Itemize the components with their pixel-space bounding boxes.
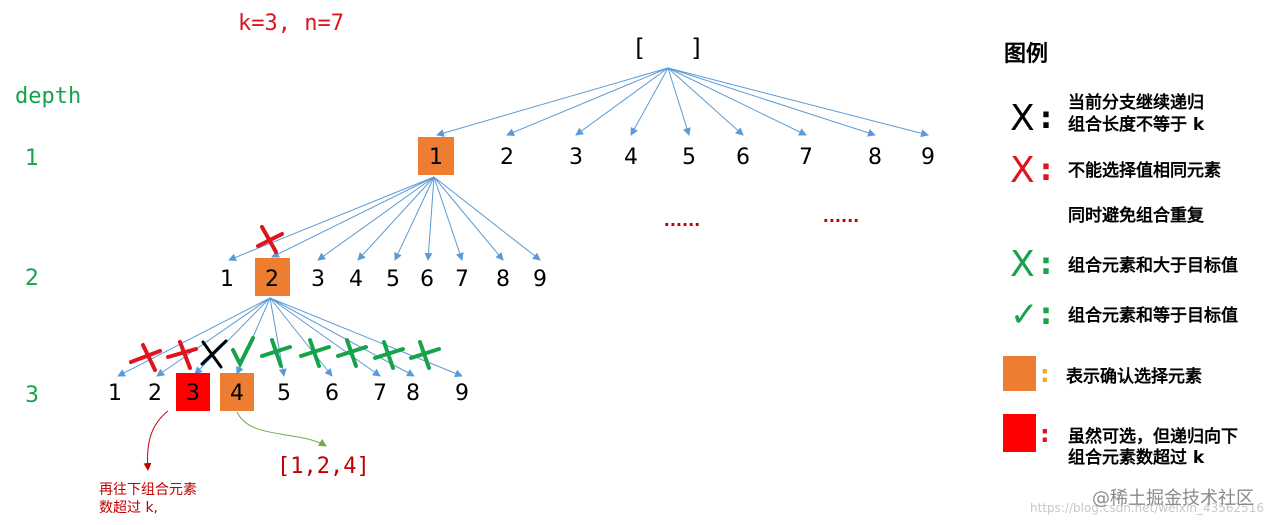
legend-colon-icon: : <box>1040 360 1050 388</box>
green-cross-mark-branch-5 <box>260 338 292 368</box>
level1-node-5: 5 <box>682 145 696 170</box>
over-limit-annotation-arrow <box>143 410 169 471</box>
legend-red-cross-icon: X <box>1010 150 1035 191</box>
green-cross-mark-branch-7 <box>336 338 368 368</box>
selected-node-box-level2 <box>255 258 290 296</box>
legend-red-box-text-2: 组合元素数超过 k <box>1068 447 1205 468</box>
legend-item-red-box: : 虽然可选，但递归向下 组合元素数超过 k <box>1003 414 1238 468</box>
legend-red-cross-text-1: 不能选择值相同元素 <box>1068 160 1221 181</box>
legend-green-cross-icon: X <box>1010 244 1035 285</box>
legend-colon-icon: : <box>1040 297 1052 332</box>
ellipsis-1: ...... <box>664 211 700 230</box>
red-cross-mark-level2 <box>256 225 284 254</box>
level1-node-9: 9 <box>921 145 935 170</box>
over-limit-node-box-level3 <box>176 373 210 411</box>
legend-red-cross-text-2: 同时避免组合重复 <box>1068 205 1205 226</box>
legend-item-green-check: ✓ : 组合元素和等于目标值 <box>1010 295 1238 335</box>
level2-node-2: 2 <box>265 267 279 292</box>
legend-item-black-cross: X : 当前分支继续递归 组合长度不等于 k <box>1010 92 1205 139</box>
edges-root-to-level1 <box>436 67 929 138</box>
selected-node-box-level3 <box>220 373 254 411</box>
level2-node-5: 5 <box>386 267 400 292</box>
green-check-mark-branch-4 <box>231 336 255 369</box>
level1-node-2: 2 <box>500 145 514 170</box>
level3-node-9: 9 <box>455 381 469 406</box>
level1-node-8: 8 <box>868 145 882 170</box>
level3-branch-marks <box>129 336 441 372</box>
level1-node-1: 1 <box>429 145 443 170</box>
level1-node-6: 6 <box>736 145 750 170</box>
red-cross-mark-branch-1 <box>129 343 162 372</box>
level2-node-8: 8 <box>496 267 510 292</box>
level2-node-3: 3 <box>311 267 325 292</box>
depth-title: depth <box>15 84 81 109</box>
legend-green-check-text: 组合元素和等于目标值 <box>1068 305 1238 326</box>
level2-node-1: 1 <box>220 267 234 292</box>
over-limit-note-line1: 再往下组合元素 <box>99 482 197 498</box>
level3-node-5: 5 <box>277 381 291 406</box>
level1-node-7: 7 <box>799 145 813 170</box>
depth-level-1: 1 <box>25 146 39 171</box>
depth-level-3: 3 <box>25 383 39 408</box>
level3-node-6: 6 <box>325 381 339 406</box>
site-watermark: @稀土掘金技术社区 <box>1092 488 1254 509</box>
level2-node-6: 6 <box>420 267 434 292</box>
result-combination-label: [1,2,4] <box>277 454 370 479</box>
legend-orange-box-icon <box>1003 356 1036 391</box>
selected-node-box-level1 <box>418 137 454 175</box>
black-cross-mark-branch-3 <box>200 339 228 369</box>
legend-title: 图例 <box>1004 42 1048 67</box>
level2-node-9: 9 <box>533 267 547 292</box>
legend-colon-icon: : <box>1040 247 1052 282</box>
legend-orange-box-text: 表示确认选择元素 <box>1066 366 1202 387</box>
legend-item-green-cross: X : 组合元素和大于目标值 <box>1010 244 1238 285</box>
url-watermark: https://blog.csdn.net/weixin_43562516 <box>1030 501 1264 515</box>
over-limit-note-line2: 数超过 k, <box>99 500 158 516</box>
green-cross-mark-branch-8 <box>373 340 405 370</box>
level2-node-7: 7 <box>455 267 469 292</box>
level3-node-1: 1 <box>108 381 122 406</box>
green-cross-mark-branch-9 <box>409 340 441 370</box>
level3-node-3: 3 <box>186 381 200 406</box>
depth-level-2: 2 <box>25 266 39 291</box>
legend-black-cross-text-1: 当前分支继续递归 <box>1068 92 1204 113</box>
level3-node-7: 7 <box>373 381 387 406</box>
level3-node-4: 4 <box>230 381 244 406</box>
ellipsis-2: ...... <box>823 207 859 226</box>
legend-red-box-icon <box>1003 414 1036 452</box>
legend-black-cross-icon: X <box>1010 98 1035 139</box>
level2-node-4: 4 <box>349 267 363 292</box>
red-cross-mark-branch-2 <box>166 340 198 370</box>
edges-level1-to-level2 <box>228 176 541 262</box>
level3-node-8: 8 <box>406 381 420 406</box>
params-label: k=3, n=7 <box>238 11 344 36</box>
legend-green-cross-text: 组合元素和大于目标值 <box>1068 255 1238 276</box>
legend-colon-icon: : <box>1040 153 1052 188</box>
legend-colon-icon: : <box>1040 101 1052 136</box>
edges-level2-to-level3 <box>117 297 463 378</box>
level3-node-2: 2 <box>148 381 162 406</box>
legend-item-red-cross: X : 不能选择值相同元素 同时避免组合重复 <box>1010 150 1221 226</box>
level1-node-4: 4 <box>624 145 638 170</box>
result-annotation-arrow <box>236 411 327 447</box>
level1-node-3: 3 <box>569 145 583 170</box>
legend-black-cross-text-2: 组合长度不等于 k <box>1068 114 1205 135</box>
green-cross-mark-branch-6 <box>299 338 331 368</box>
legend-colon-icon: : <box>1040 420 1050 448</box>
legend-green-check-icon: ✓ <box>1010 295 1039 335</box>
legend-item-orange-box: : 表示确认选择元素 <box>1003 356 1202 391</box>
root-node-label: [ ] <box>632 34 704 62</box>
legend-red-box-text-1: 虽然可选，但递归向下 <box>1068 426 1238 447</box>
